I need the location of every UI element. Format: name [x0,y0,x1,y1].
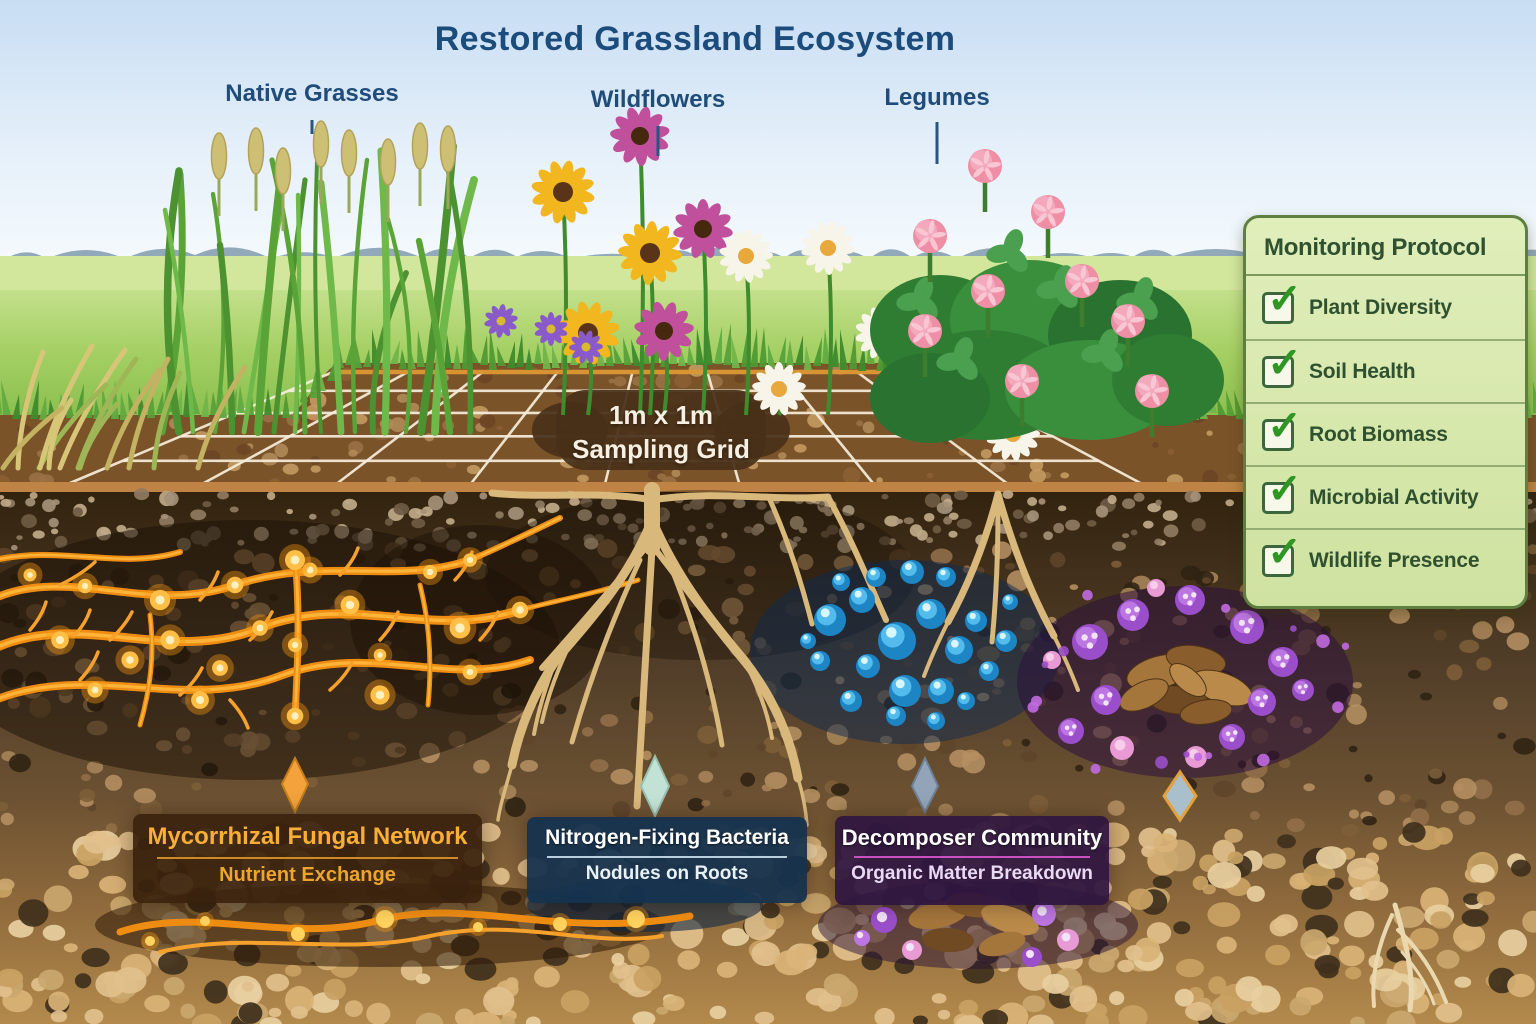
checklist-item: ✓ Root Biomass [1246,402,1525,465]
down-arrow-icon [1162,769,1198,823]
banner-subtitle: Nodules on Roots [585,863,749,885]
label-tick [310,120,314,134]
checkbox-checked-icon[interactable]: ✓ [1262,467,1302,514]
banner-title: Decomposer Community [841,825,1103,850]
label-tick [656,126,660,156]
banner-decomposer: Decomposer Community Organic Matter Brea… [835,816,1109,905]
label-wildflowers: Wildflowers [558,86,758,156]
banner-nitrogen: Nitrogen-Fixing Bacteria Nodules on Root… [527,817,807,903]
decomposer-illustration [1027,579,1350,774]
label-native-grasses: Native Grasses [192,80,432,134]
label-legumes: Legumes [845,84,1029,164]
down-arrow-icon [280,755,310,815]
down-arrow-icon [910,755,940,815]
banner-divider [546,856,788,859]
banner-subtitle: Organic Matter Breakdown [851,863,1093,885]
checkbox-checked-icon[interactable]: ✓ [1262,530,1302,577]
checkbox-checked-icon[interactable]: ✓ [1262,404,1302,451]
root-system-illustration [488,482,1080,827]
mycorrhizal-network-illustration [0,515,641,731]
banner-divider [854,856,1090,859]
checklist-item: ✓ Soil Health [1246,339,1525,402]
legumes-illustration [870,149,1224,443]
native-grasses-illustration [0,120,478,471]
panel-title: Monitoring Protocol [1246,218,1525,276]
checkbox-checked-icon[interactable]: ✓ [1262,277,1302,324]
bacteria-nodules-illustration [800,560,1018,730]
grid-label-blob [532,390,790,470]
down-arrow-icon [639,753,671,819]
banner-divider [157,856,458,859]
soil-crust [0,482,1536,494]
checklist-item: ✓ Microbial Activity [1246,465,1525,528]
banner-title: Nitrogen-Fixing Bacteria [545,826,789,849]
label-tick [935,122,939,164]
diagram-title: Restored Grassland Ecosystem [434,20,956,58]
checklist-item: ✓ Plant Diversity [1246,276,1525,339]
banner-mycorrhizal: Mycorrhizal Fungal Network Nutrient Exch… [133,814,482,903]
checkbox-checked-icon[interactable]: ✓ [1262,341,1302,388]
banner-title: Mycorrhizal Fungal Network [147,823,468,850]
banner-subtitle: Nutrient Exchange [219,863,396,886]
monitoring-panel: Monitoring Protocol ✓ Plant Diversity ✓ … [1243,215,1528,609]
sampling-grid-label: 1m x 1m Sampling Grid [572,400,750,464]
checklist-item: ✓ Wildlife Presence [1246,528,1525,591]
